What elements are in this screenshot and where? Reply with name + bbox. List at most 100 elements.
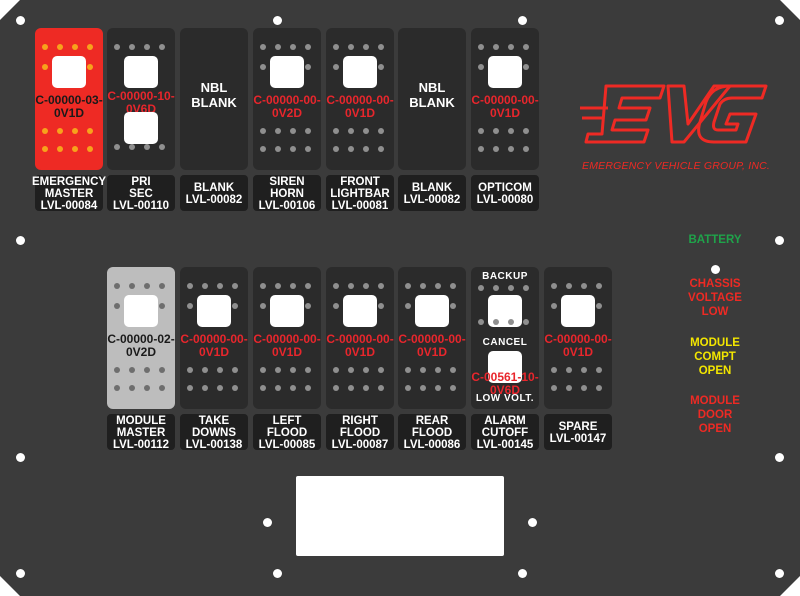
- led-dot: [450, 385, 456, 391]
- evg-logo: [580, 84, 768, 144]
- mounting-hole: [16, 236, 25, 245]
- led-dot: [72, 44, 78, 50]
- led-dot: [290, 283, 296, 289]
- led-dot: [275, 128, 281, 134]
- rocker-switch-bottom_row-3[interactable]: C-00000-00- 0V1D: [253, 267, 321, 409]
- rocker-switch-top_row-3[interactable]: NBL BLANK: [180, 28, 248, 170]
- led-dot: [217, 367, 223, 373]
- switch-window: [197, 295, 231, 327]
- led-dot-row: [398, 385, 466, 397]
- mounting-hole: [273, 569, 282, 578]
- switch-window: [415, 295, 449, 327]
- led-dot: [260, 385, 266, 391]
- led-dot: [596, 367, 602, 373]
- led-dot: [305, 146, 311, 152]
- led-dot: [435, 385, 441, 391]
- switch-label-top_row-2: PRI SEC LVL-00110: [107, 175, 175, 212]
- led-dot-row: [398, 283, 466, 295]
- led-dot: [596, 385, 602, 391]
- rocker-switch-top_row-1[interactable]: C-00000-03- 0V1D: [35, 28, 103, 170]
- rocker-switch-bottom_row-4[interactable]: C-00000-00- 0V1D: [326, 267, 394, 409]
- led-dot: [523, 128, 529, 134]
- led-dot: [551, 303, 557, 309]
- led-dot: [275, 283, 281, 289]
- led-dot: [551, 367, 557, 373]
- led-dot: [348, 385, 354, 391]
- led-dot: [348, 367, 354, 373]
- led-dot: [435, 283, 441, 289]
- led-dot-row: [180, 367, 248, 379]
- switch-label-bottom_row-7: SPARE LVL-00147: [544, 414, 612, 450]
- rocker-switch-top_row-7[interactable]: C-00000-00- 0V1D: [471, 28, 539, 170]
- led-dot: [187, 283, 193, 289]
- switch-window-lower: [488, 351, 522, 383]
- switch-label-top_row-6: BLANK LVL-00082: [398, 175, 466, 211]
- led-dot: [333, 128, 339, 134]
- rocker-switch-top_row-5[interactable]: C-00000-00- 0V1D: [326, 28, 394, 170]
- led-dot: [566, 385, 572, 391]
- led-dot: [348, 128, 354, 134]
- led-dot: [290, 128, 296, 134]
- rocker-switch-bottom_row-7[interactable]: C-00000-00- 0V1D: [544, 267, 612, 409]
- switch-label-bottom_row-2: TAKE DOWNS LVL-00138: [180, 414, 248, 451]
- rocker-switch-bottom_row-2[interactable]: C-00000-00- 0V1D: [180, 267, 248, 409]
- rocker-switch-bottom_row-5[interactable]: C-00000-00- 0V1D: [398, 267, 466, 409]
- led-dot: [551, 283, 557, 289]
- led-dot-row: [35, 128, 103, 140]
- low-volt-text: LOW VOLT.: [475, 393, 535, 404]
- led-dot: [275, 385, 281, 391]
- led-dot: [290, 385, 296, 391]
- mounting-hole: [16, 453, 25, 462]
- led-dot: [202, 283, 208, 289]
- led-dot: [508, 44, 514, 50]
- led-dot-row: [544, 385, 612, 397]
- part-code: C-00000-00- 0V2D: [253, 93, 321, 120]
- rocker-switch-top_row-6[interactable]: NBL BLANK: [398, 28, 466, 170]
- mounting-hole: [16, 569, 25, 578]
- led-dot: [405, 283, 411, 289]
- led-dot: [378, 283, 384, 289]
- rocker-switch-top_row-2[interactable]: C-00000-10- 0V6D: [107, 28, 175, 170]
- led-dot: [260, 303, 266, 309]
- led-dot: [378, 385, 384, 391]
- switch-window: [124, 295, 158, 327]
- brand-company-name: EMERGENCY VEHICLE GROUP, INC.: [582, 160, 771, 172]
- led-dot: [333, 44, 339, 50]
- led-dot: [260, 283, 266, 289]
- led-dot: [57, 128, 63, 134]
- led-dot-row: [544, 367, 612, 379]
- led-dot: [508, 128, 514, 134]
- led-dot: [508, 319, 514, 325]
- led-dot-row: [253, 128, 321, 140]
- cancel-text: CANCEL: [482, 337, 528, 348]
- led-dot: [478, 44, 484, 50]
- led-dot: [144, 44, 150, 50]
- led-dot: [202, 385, 208, 391]
- led-dot: [114, 367, 120, 373]
- led-dot: [72, 128, 78, 134]
- led-dot-row: [35, 146, 103, 158]
- led-dot: [478, 285, 484, 291]
- led-dot: [363, 283, 369, 289]
- led-dot: [363, 146, 369, 152]
- part-code: C-00000-00- 0V1D: [253, 332, 321, 359]
- led-dot-row: [107, 385, 175, 397]
- led-dot-row: [107, 367, 175, 379]
- switch-window: [270, 56, 304, 88]
- switch-window-upper: [124, 56, 158, 88]
- led-dot: [187, 367, 193, 373]
- led-dot: [523, 146, 529, 152]
- switch-label-bottom_row-1: MODULE MASTER LVL-00112: [107, 414, 175, 451]
- led-dot: [581, 367, 587, 373]
- mounting-hole: [273, 16, 282, 25]
- led-dot: [596, 303, 602, 309]
- led-dot: [581, 283, 587, 289]
- rocker-switch-top_row-4[interactable]: C-00000-00- 0V2D: [253, 28, 321, 170]
- led-dot-row: [253, 146, 321, 158]
- led-dot: [435, 367, 441, 373]
- led-dot: [275, 44, 281, 50]
- led-dot: [114, 283, 120, 289]
- led-dot: [551, 385, 557, 391]
- rocker-switch-bottom_row-1[interactable]: C-00000-02- 0V2D: [107, 267, 175, 409]
